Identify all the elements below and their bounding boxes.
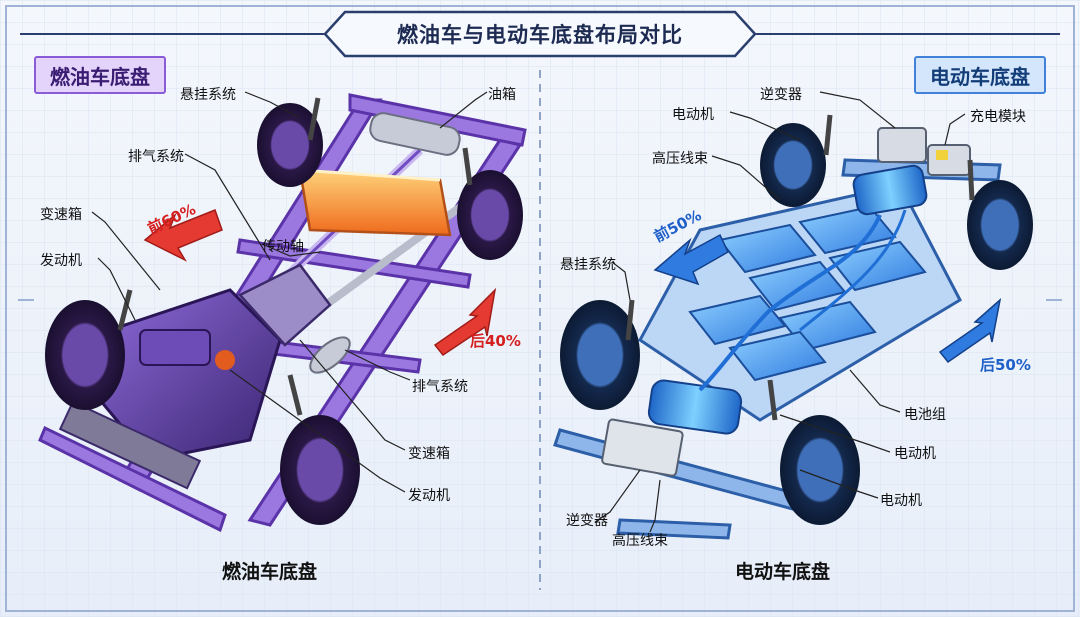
fuel-label-engine-left: 发动机 xyxy=(40,253,82,269)
ev-label-hv-top: 高压线束 xyxy=(652,151,708,167)
front-weight-arrow xyxy=(143,209,223,262)
ev-front-weight-arrow xyxy=(653,233,729,286)
fuel-label-fuel-tank: 油箱 xyxy=(488,87,516,103)
ev-label-charger: 充电模块 xyxy=(970,109,1026,125)
fuel-label-suspension: 悬挂系统 xyxy=(180,87,236,103)
ev-label-hv-bottom: 高压线束 xyxy=(612,533,668,549)
ev-label-inverter-top: 逆变器 xyxy=(760,87,802,103)
ev-caption: 电动车底盘 xyxy=(735,561,831,583)
ev-rear-weight-arrow xyxy=(938,297,1002,364)
ev-chassis-tag: 电动车底盘 xyxy=(914,56,1046,94)
battery-cells xyxy=(688,205,927,382)
ev-rear-weight: 后50% xyxy=(980,356,1031,374)
fuel-chassis-tag: 燃油车底盘 xyxy=(34,56,166,94)
fuel-label-exhaust-top: 排气系统 xyxy=(128,149,184,165)
ev-label-suspension: 悬挂系统 xyxy=(560,257,616,273)
ev-label-battery: 电池组 xyxy=(904,407,946,423)
fuel-label-exhaust-bottom: 排气系统 xyxy=(412,379,468,395)
fuel-label-engine-bottom: 发动机 xyxy=(408,488,450,504)
title-banner xyxy=(20,10,1060,58)
fuel-label-driveshaft: 传动轴 xyxy=(262,239,304,255)
ev-label-motor-top: 电动机 xyxy=(672,107,714,123)
ev-label-motor-bottom: 电动机 xyxy=(880,493,922,509)
fuel-label-gearbox-left: 变速箱 xyxy=(40,207,82,223)
rear-weight-arrow xyxy=(433,287,497,357)
fuel-wheels xyxy=(45,103,523,525)
fuel-label-gearbox-bottom: 变速箱 xyxy=(408,446,450,462)
fuel-rear-weight: 后40% xyxy=(470,332,521,350)
ev-wheels xyxy=(560,123,1033,525)
fuel-caption: 燃油车底盘 xyxy=(222,561,318,583)
ev-label-inverter-bottom: 逆变器 xyxy=(566,513,608,529)
page-title: 燃油车与电动车底盘布局对比 xyxy=(397,23,683,47)
ev-label-motor-mid: 电动机 xyxy=(894,446,936,462)
